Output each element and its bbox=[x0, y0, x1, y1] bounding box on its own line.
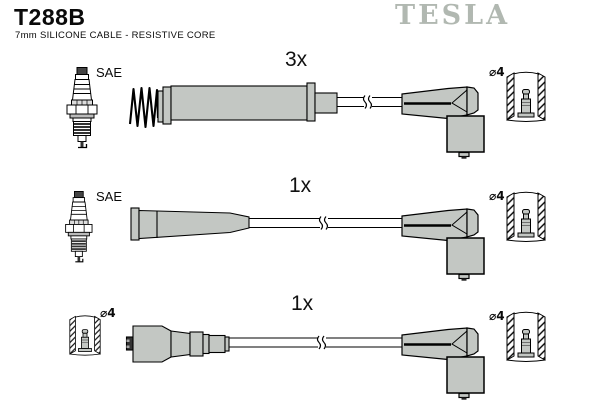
part-number: T288B bbox=[14, 4, 86, 30]
distributor-boot-icon bbox=[400, 326, 486, 400]
quantity-label-row2: 1x bbox=[289, 174, 312, 197]
terminal-diameter-label-row1: ⌀4 bbox=[489, 65, 505, 79]
distributor-boot-icon bbox=[400, 207, 486, 283]
cable-wire bbox=[249, 217, 403, 229]
spark-plug-icon bbox=[66, 66, 98, 149]
terminal-socket-icon bbox=[506, 191, 546, 242]
row-cable-3 bbox=[69, 311, 546, 400]
brand-logo: TESLA bbox=[395, 0, 511, 31]
distributor-boot-icon bbox=[400, 85, 486, 160]
cable-wire bbox=[229, 337, 403, 348]
sae-thread-label-row2: SAE bbox=[96, 189, 123, 204]
spring-icon bbox=[128, 86, 160, 129]
terminal-socket-icon bbox=[506, 71, 546, 122]
terminal-diameter-label-row3: ⌀4 bbox=[489, 309, 505, 323]
length-break-icon bbox=[362, 94, 373, 110]
terminal-diameter-label-row2: ⌀4 bbox=[489, 189, 505, 203]
product-description: 7mm SILICONE CABLE - RESISTIVE CORE bbox=[15, 30, 216, 41]
length-break-icon bbox=[318, 215, 329, 231]
coil-boot bbox=[125, 325, 230, 363]
row-cable-1 bbox=[66, 66, 546, 160]
terminal-socket-icon bbox=[69, 315, 101, 356]
cable-wire bbox=[337, 96, 403, 108]
terminal-socket-icon bbox=[506, 311, 546, 362]
spark-plug-icon bbox=[65, 190, 93, 263]
sae-thread-label-row1: SAE bbox=[96, 65, 123, 80]
plug-boot-straight bbox=[157, 82, 338, 125]
row-cable-2 bbox=[65, 190, 546, 283]
quantity-label-row1: 3x bbox=[285, 48, 308, 71]
plug-boot-straight bbox=[130, 207, 250, 241]
quantity-label-row3: 1x bbox=[291, 292, 314, 315]
length-break-icon bbox=[316, 335, 327, 350]
coil-terminal-diameter-label-row3: ⌀4 bbox=[100, 306, 116, 320]
